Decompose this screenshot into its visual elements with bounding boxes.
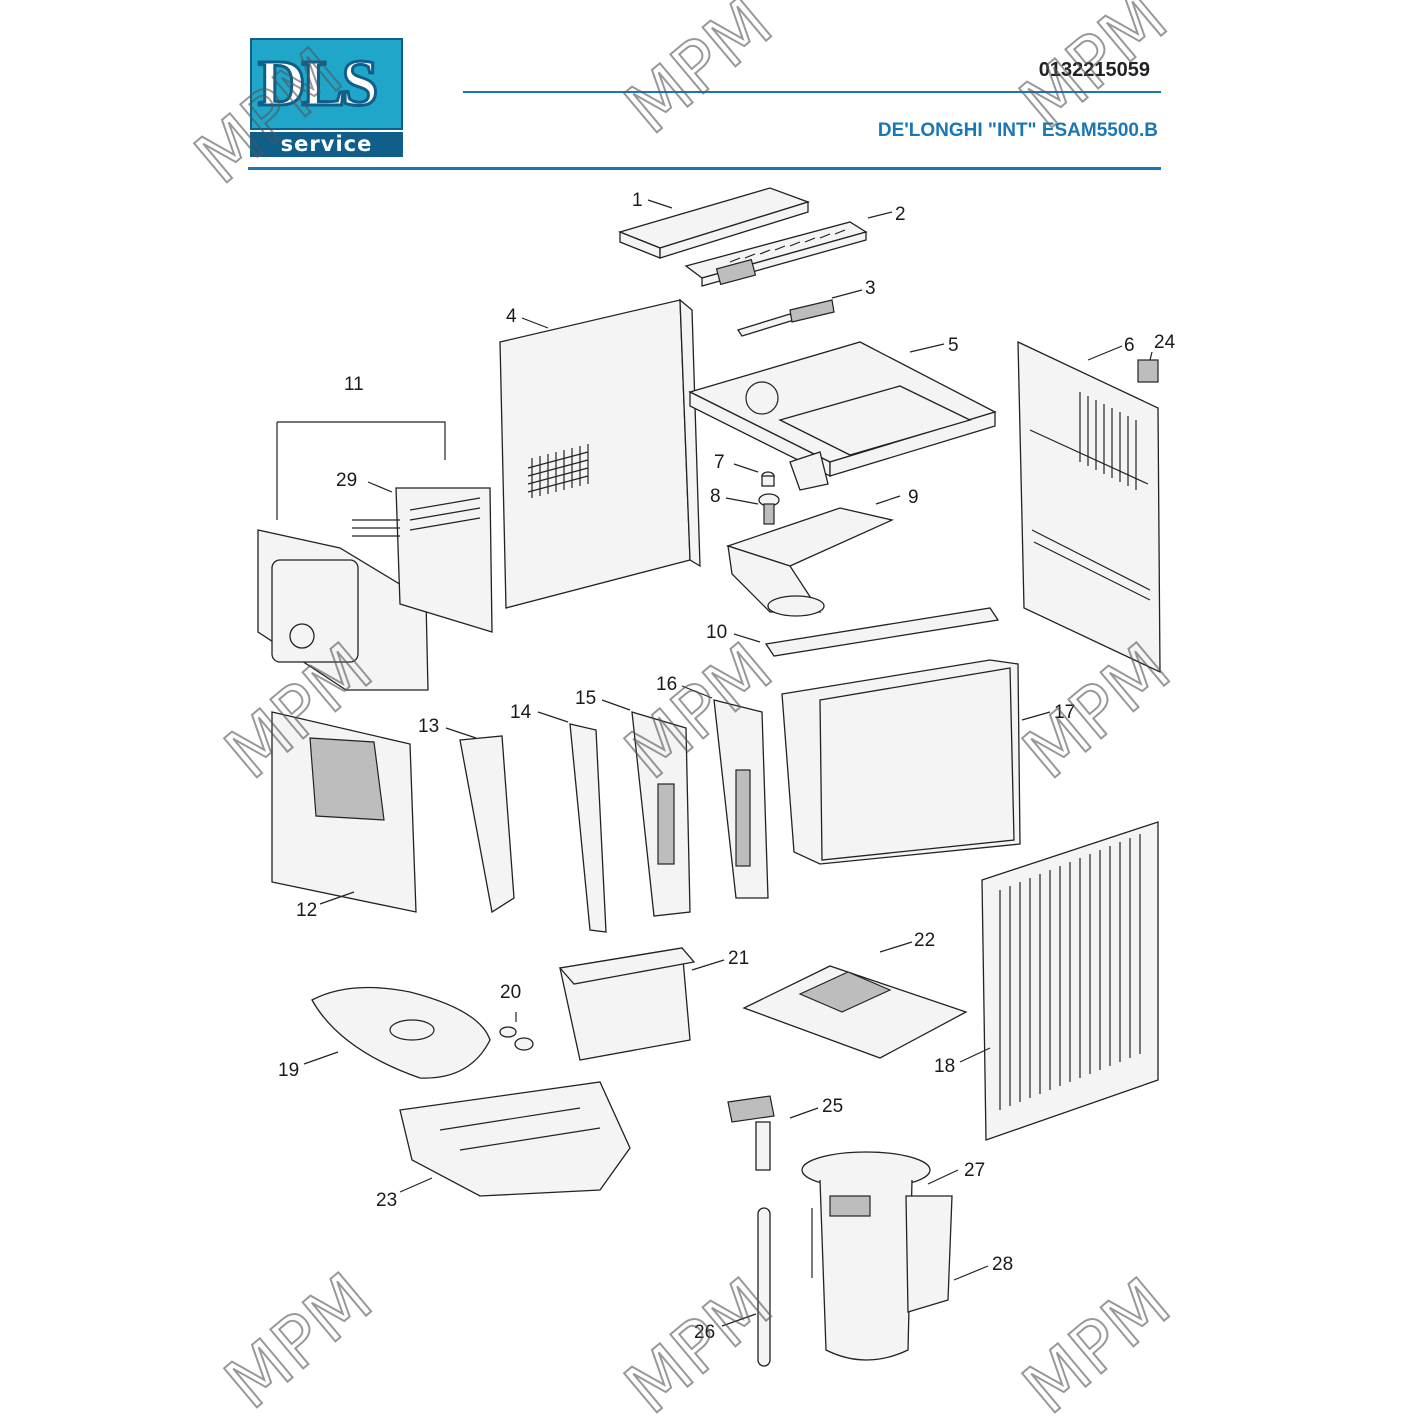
part-label-1: 1: [632, 190, 643, 211]
part-11-control-unit: [257, 421, 493, 691]
part-label-9: 9: [908, 487, 919, 508]
part-21-container: [558, 947, 696, 1061]
part-label-3: 3: [865, 278, 876, 299]
part-2-grid: [684, 221, 868, 287]
part-label-26: 26: [694, 1322, 715, 1343]
watermark-mpm: MPM: [210, 1257, 388, 1422]
part-label-23: 23: [376, 1190, 397, 1211]
dls-service-logo: DLS service: [250, 38, 403, 157]
part-label-21: 21: [728, 948, 749, 969]
part-29-cable: [352, 519, 400, 537]
watermark-mpm: MPM: [1008, 1262, 1186, 1422]
part-label-4: 4: [506, 306, 517, 327]
header-divider-bottom: [248, 167, 1161, 170]
logo-service-band: service: [250, 132, 403, 157]
header-divider-top: [463, 91, 1161, 93]
part-label-20: 20: [500, 982, 521, 1003]
part-label-25: 25: [822, 1096, 843, 1117]
part-16-panel: [713, 699, 769, 899]
part-3-scoop: [736, 299, 835, 337]
part-label-22: 22: [914, 930, 935, 951]
part-label-13: 13: [418, 716, 439, 737]
part-label-16: 16: [656, 674, 677, 695]
part-label-24: 24: [1154, 332, 1176, 353]
part-label-12: 12: [296, 900, 317, 921]
part-label-8: 8: [710, 486, 721, 507]
part-label-19: 19: [278, 1060, 299, 1081]
part-label-15: 15: [575, 688, 596, 709]
part-label-28: 28: [992, 1254, 1013, 1275]
part-14-slim-panel: [569, 723, 607, 933]
logo-badge: DLS: [250, 38, 403, 130]
part-5-drip-tray: [688, 341, 997, 491]
leader-lines: [303, 199, 1153, 1327]
part-17-water-tank: [781, 659, 1021, 865]
watermark-mpm: MPM: [180, 32, 358, 200]
part-label-18: 18: [934, 1056, 955, 1077]
part-number-labels: 1 2 3 4 5 6 7 8 9 10 11 12 13 14 15 16 1…: [278, 190, 1176, 1343]
part-label-11: 11: [344, 374, 364, 395]
part-19-cup-tray: [311, 986, 491, 1079]
part-label-2: 2: [895, 204, 906, 225]
part-label-7: 7: [714, 452, 725, 473]
part-label-6: 6: [1124, 335, 1135, 356]
part-label-27: 27: [964, 1160, 985, 1181]
part-label-17: 17: [1054, 702, 1075, 723]
part-label-10: 10: [706, 622, 727, 643]
watermark-mpm: MPM: [1005, 0, 1183, 145]
part-26-tube: [757, 1207, 771, 1367]
part-12-front-panel: [271, 711, 417, 913]
model-title: DE'LONGHI "INT" ESAM5500.B: [877, 120, 1158, 141]
part-13-guide: [459, 735, 515, 914]
part-10-rail: [764, 607, 1000, 657]
part-15-panel: [631, 711, 691, 917]
part-6-back-panel: [1017, 340, 1161, 674]
watermark-mpm: MPM: [610, 0, 788, 150]
part-25-connector: [727, 1095, 775, 1171]
part-label-29: 29: [336, 470, 357, 491]
part-23-drip-pan: [399, 1081, 631, 1197]
part-label-5: 5: [948, 335, 959, 356]
part-4-side-panel: [499, 298, 701, 609]
part-9-funnel: [725, 507, 895, 617]
part-18-side-grille: [981, 821, 1159, 1141]
logo-letters: DLS: [256, 46, 379, 122]
part-24-clip: [1137, 359, 1159, 383]
part-22-frame: [742, 965, 968, 1059]
part-8-valve: [758, 493, 780, 525]
part-7-cap: [761, 471, 775, 487]
part-20-caps: [499, 1026, 534, 1051]
document-code: 0132215059: [1038, 59, 1150, 81]
part-1-lid: [618, 187, 811, 259]
part-label-14: 14: [510, 702, 532, 723]
part-27-28-milk-jug: [801, 1151, 953, 1361]
